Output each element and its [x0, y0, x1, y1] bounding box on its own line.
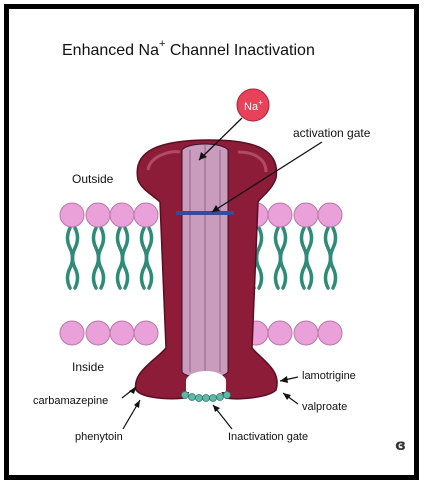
membrane-bilayer-right [243, 202, 343, 346]
svg-text:Na+: Na+ [244, 98, 263, 113]
diagram-title: Enhanced Na+ Channel Inactivation [62, 38, 315, 59]
label-inside: Inside [72, 360, 104, 374]
label-phenytoin: phenytoin [75, 431, 123, 443]
label-lamotrigine: lamotrigine [302, 370, 356, 382]
activation-gate-arrow [211, 141, 323, 213]
label-valproate: valproate [302, 401, 347, 413]
sodium-channel [134, 139, 278, 402]
sodium-ion: Na+ [198, 88, 270, 161]
corner-mark: ɞ [395, 436, 406, 454]
ion-arrow-line [198, 117, 243, 161]
label-carbamazepine: carbamazepine [33, 395, 108, 407]
label-inactivation-gate: Inactivation gate [228, 431, 308, 443]
label-outside: Outside [72, 172, 114, 186]
inactivation-gate-beads [181, 391, 231, 402]
label-activation-gate: activation gate [293, 126, 371, 140]
membrane-bilayer-left [59, 202, 159, 346]
